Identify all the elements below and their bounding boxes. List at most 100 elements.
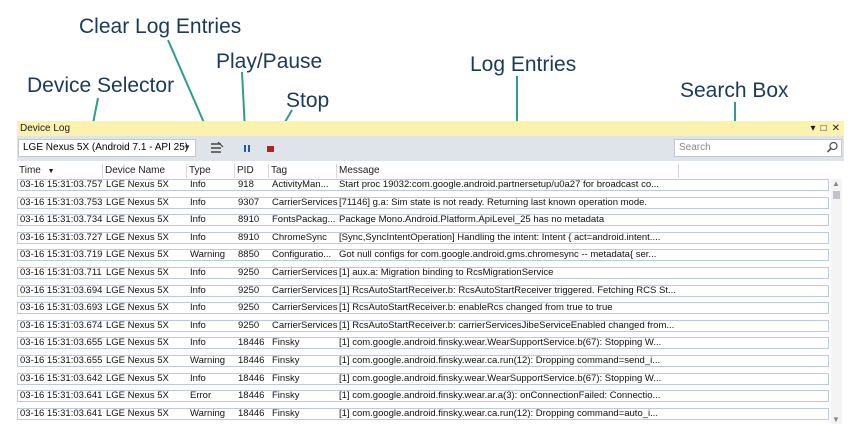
log-cell-message: [1] aux.a: Migration binding to RcsMigra… [339,268,554,278]
log-cell-message: [71146] g.a: Sim state is not ready. Ret… [339,197,648,208]
device-selector-value: LGE Nexus 5X (Android 7.1 - API 25) [23,142,189,153]
log-cell-message: [1] com.google.android.finsky.wear.ca.ru… [339,408,659,419]
column-tag-label: Tag [271,165,288,176]
log-cell-message: Package Mono.Android.Platform.ApiLevel_2… [339,215,605,226]
log-cell-type: Info [190,285,206,296]
log-cell-message: [1] com.google.android.finsky.wear.ar.a(… [339,391,661,402]
column-device-name[interactable]: Device Name [103,164,187,178]
log-cell-pid: 18446 [238,373,265,384]
sort-down-icon: ▼ [47,168,55,175]
log-cell-tag: Finsky [272,391,300,402]
log-cell-device: LGE Nexus 5X [106,408,169,419]
vertical-scrollbar[interactable]: ▲ ▼ [831,179,842,424]
log-cell-message: Start proc 19032:com.google.android.part… [339,180,660,190]
log-cell-message: [1] RcsAutoStartReceiver.b: carrierServi… [339,320,675,331]
scrollbar-thumb[interactable] [833,191,840,199]
scroll-up-icon[interactable]: ▲ [832,179,840,188]
panel-titlebar: Device Log ▾ □ ✕ [17,121,844,136]
stop-button[interactable] [263,140,279,156]
clear-log-icon [211,141,224,153]
maximize-icon[interactable]: □ [820,123,827,134]
log-cell-pid: 18446 [238,391,265,402]
log-cell-device: LGE Nexus 5X [106,303,169,314]
log-cell-time: 03-16 15:31:03.719 [20,250,103,261]
log-cell-type: Error [190,391,212,402]
search-input[interactable]: Search [674,139,842,157]
log-cell-time: 03-16 15:31:03.642 [20,373,103,384]
log-cell-time: 03-16 15:31:03.753 [20,197,103,208]
device-log-panel: Device Log ▾ □ ✕ LGE Nexus 5X (Android 7… [17,121,844,429]
log-cell-message: [1] com.google.android.finsky.wear.WearS… [339,373,662,384]
callout-search-box: Search Box [680,79,789,102]
column-pid-label: PID [237,165,254,176]
log-cell-type: Info [190,320,206,331]
log-cell-time: 03-16 15:31:03.641 [20,391,103,402]
log-cell-time: 03-16 15:31:03.711 [20,268,102,278]
log-cell-device: LGE Nexus 5X [106,373,169,384]
log-cell-message: [1] RcsAutoStartReceiver.b: RcsAutoStart… [339,285,676,296]
scroll-down-icon[interactable]: ▼ [832,415,840,424]
log-cell-tag: Finsky [272,408,300,419]
device-selector[interactable]: LGE Nexus 5X (Android 7.1 - API 25) ▼ [18,139,196,157]
log-cell-tag: CarrierServices [272,268,338,278]
log-cell-type: Warning [190,250,226,261]
search-placeholder: Search [679,142,711,153]
log-cell-tag: Finsky [272,338,300,349]
log-cell-device: LGE Nexus 5X [106,232,169,243]
search-icon [826,141,839,160]
column-time-label: Time [19,165,41,176]
log-cell-device: LGE Nexus 5X [106,285,169,296]
log-cell-time: 03-16 15:31:03.674 [20,320,103,331]
log-cell-message: [Sync,SyncIntentOperation] Handling the … [339,232,661,243]
clear-log-button[interactable] [209,140,225,156]
log-cell-device: LGE Nexus 5X [106,356,169,366]
callout-log-entries: Log Entries [470,53,577,76]
panel-title: Device Log [20,123,71,134]
log-cell-type: Info [190,197,206,208]
log-cell-pid: 18446 [238,408,265,419]
log-cell-time: 03-16 15:31:03.734 [20,215,103,226]
log-cell-pid: 8910 [238,232,260,243]
log-cell-message: [1] com.google.android.finsky.wear.WearS… [339,338,662,349]
column-tag[interactable]: Tag [269,164,337,178]
log-cell-device: LGE Nexus 5X [106,338,169,349]
log-cell-device: LGE Nexus 5X [106,197,169,208]
log-cell-type: Info [190,268,206,278]
callout-device-selector: Device Selector [27,74,175,97]
column-pid[interactable]: PID [235,164,269,178]
log-cell-device: LGE Nexus 5X [106,250,169,261]
close-icon[interactable]: ✕ [831,123,840,134]
play-pause-button[interactable] [239,140,255,156]
log-cell-type: Warning [190,356,226,366]
log-cell-tag: CarrierServices [272,320,338,331]
log-cell-tag: FontsPackag... [272,215,336,226]
callout-stop: Stop [286,89,330,112]
log-cell-pid: 18446 [238,356,265,366]
log-cell-time: 03-16 15:31:03.693 [20,303,103,314]
log-cell-message: [1] com.google.android.finsky.wear.ca.ru… [339,356,661,366]
column-type[interactable]: Type [187,164,235,178]
column-message[interactable]: Message [337,164,679,178]
column-time[interactable]: Time ▼ [17,164,103,178]
log-cell-device: LGE Nexus 5X [106,268,169,278]
log-cell-tag: Configuratio... [272,250,332,261]
dropdown-menu-icon[interactable]: ▾ [810,123,816,134]
column-type-label: Type [189,165,211,176]
log-cell-pid: 918 [238,180,254,190]
log-cell-message: Got null configs for com.google.android.… [339,250,657,261]
log-cell-device: LGE Nexus 5X [106,391,169,402]
